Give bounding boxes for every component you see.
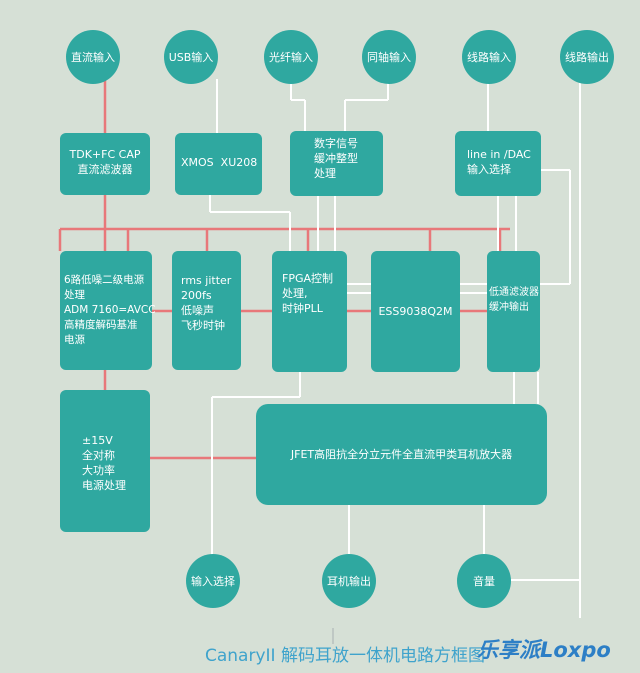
power15-line-4: 电源处理 [82, 479, 126, 492]
power15-line-3: 大功率 [82, 464, 115, 477]
digital-buffer-line-3: 处理 [314, 167, 336, 180]
digital-buffer-block: 数字信号 缓冲整型 处理 [290, 131, 383, 196]
clock-line-1: rms jitter [181, 274, 232, 287]
clock-line-3: 低噪声 [181, 304, 214, 317]
dc-input-port: 直流输入 [66, 30, 120, 84]
dc-filter-line-1: TDK+FC CAP [69, 148, 141, 161]
optical-input-port: 光纤输入 [264, 30, 318, 84]
power-15v-block: ±15V 全对称 大功率 电源处理 [60, 390, 150, 532]
fpga-line-3: 时钟PLL [282, 302, 323, 315]
fpga-block: FPGA控制 处理, 时钟PLL [272, 251, 347, 372]
xmos-block: XMOS XU208 [175, 133, 262, 195]
volume-control: 音量 [457, 554, 511, 608]
line-in-dac-block: line in /DAC 输入选择 [455, 131, 541, 196]
ess-dac-block: ESS9038Q2M [371, 251, 460, 372]
brand-logo: 乐享派Loxpo [477, 638, 611, 662]
ess-dac-label: ESS9038Q2M [378, 305, 453, 318]
fpga-line-1: FPGA控制 [282, 272, 334, 285]
line-in-dac-line-2: 输入选择 [467, 163, 511, 176]
footer-divider [332, 628, 334, 644]
line-in-dac-line-1: line in /DAC [467, 148, 531, 161]
power-supply-block: 6路低噪二级电源 处理 ADM 7160=AVCC 高精度解码基准 电源 [60, 251, 156, 370]
power-line-3: ADM 7160=AVCC [64, 304, 156, 316]
diagram-title: CanaryII 解码耳放一体机电路方框图 [205, 646, 485, 666]
lowpass-line-1: 低通滤波器 [489, 287, 539, 298]
input-select-control: 输入选择 [186, 554, 240, 608]
coaxial-input-port: 同轴输入 [362, 30, 416, 84]
clock-line-4: 飞秒时钟 [181, 319, 225, 332]
xmos-line-1: XMOS XU208 [181, 156, 258, 169]
fpga-line-2: 处理, [282, 287, 308, 300]
line-output-port: 线路输出 [560, 30, 614, 84]
dc-filter-line-2: 直流滤波器 [77, 163, 133, 176]
power-line-4: 高精度解码基准 [64, 319, 138, 331]
digital-buffer-line-2: 缓冲整型 [314, 152, 358, 165]
clock-line-2: 200fs [181, 289, 212, 302]
line-input-port: 线路输入 [462, 30, 516, 84]
lowpass-filter-block: 低通滤波器 缓冲输出 [487, 251, 540, 372]
headphone-amp-block: JFET高阻抗全分立元件全直流甲类耳机放大器 [256, 404, 547, 505]
amp-label: JFET高阻抗全分立元件全直流甲类耳机放大器 [290, 448, 513, 461]
power15-line-1: ±15V [82, 434, 113, 447]
digital-buffer-line-1: 数字信号 [314, 137, 358, 150]
power-line-5: 电源 [64, 334, 85, 346]
femto-clock-block: rms jitter 200fs 低噪声 飞秒时钟 [172, 251, 241, 370]
power-line-1: 6路低噪二级电源 [64, 274, 145, 286]
power15-line-2: 全对称 [82, 449, 115, 462]
lowpass-line-2: 缓冲输出 [489, 302, 529, 313]
power-line-2: 处理 [64, 289, 85, 301]
headphone-output-port: 耳机输出 [322, 554, 376, 608]
dc-filter-block: TDK+FC CAP 直流滤波器 [60, 133, 150, 195]
usb-input-port: USB输入 [164, 30, 218, 84]
